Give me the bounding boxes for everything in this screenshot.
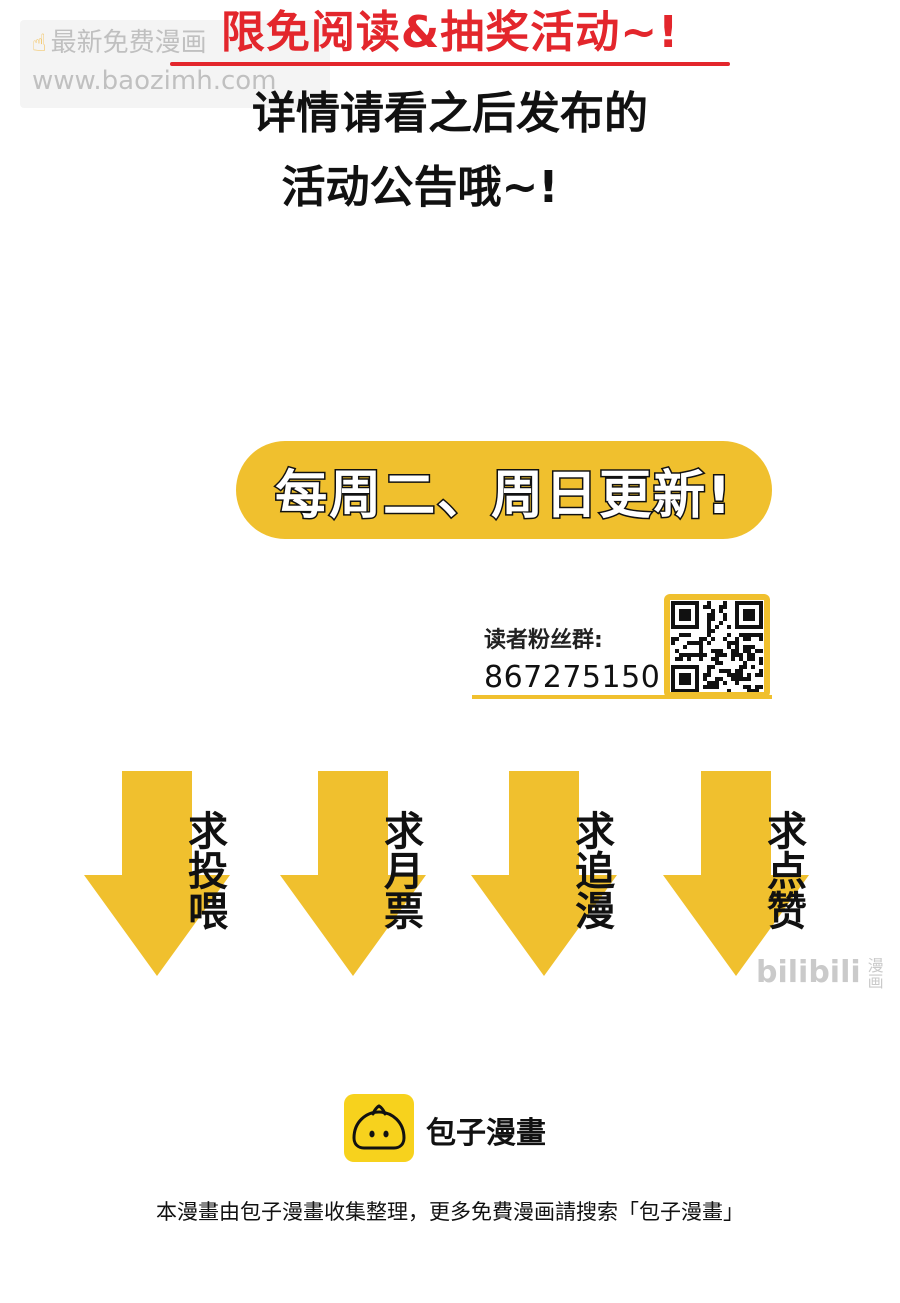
arrow-label-like: 求点赞 bbox=[760, 810, 806, 930]
arrow-label-feed: 求投喂 bbox=[181, 810, 227, 930]
arrow-monthly-ticket: 求月票 bbox=[280, 771, 426, 976]
baozi-bun-icon bbox=[344, 1094, 414, 1162]
announcement-line-1: 详情请看之后发布的 bbox=[252, 88, 648, 139]
arrow-label-monthly-ticket: 求月票 bbox=[377, 810, 423, 930]
brand-name: 包子漫畫 bbox=[426, 1116, 546, 1151]
fan-group-number: 867275150 bbox=[484, 660, 661, 695]
arrow-down-icon bbox=[663, 771, 809, 976]
qr-code-icon bbox=[670, 600, 764, 693]
arrow-down-icon bbox=[84, 771, 230, 976]
watermark-line-2: www.baozimh.com bbox=[32, 62, 318, 100]
arrow-label-follow: 求追漫 bbox=[568, 810, 614, 930]
headline-underline bbox=[170, 62, 730, 66]
pointing-hand-icon: ☝ bbox=[32, 29, 47, 57]
arrow-feed: 求投喂 bbox=[84, 771, 230, 976]
footer-note: 本漫畫由包子漫畫收集整理，更多免費漫画請搜索「包子漫畫」 bbox=[156, 1200, 744, 1224]
watermark-line-1: ☝ 最新免费漫画 bbox=[32, 24, 318, 62]
headline-section: 限免阅读&抽奖活动~! bbox=[0, 0, 900, 80]
arrow-like: 求点赞 bbox=[663, 771, 809, 976]
schedule-text: 每周二、周日更新! bbox=[274, 464, 733, 527]
watermark-text-1: 最新免费漫画 bbox=[50, 28, 207, 58]
fan-group-label: 读者粉丝群: bbox=[484, 628, 603, 653]
headline-title: 限免阅读&抽奖活动~! bbox=[220, 7, 680, 58]
arrow-down-icon bbox=[280, 771, 426, 976]
bilibili-logo: bilibili bbox=[756, 955, 861, 990]
announcement-line-2: 活动公告哦~! bbox=[281, 162, 559, 213]
bilibili-watermark: bilibili 漫画 bbox=[756, 955, 884, 990]
fan-group-underline bbox=[472, 695, 772, 699]
watermark-url: www.baozimh.com bbox=[32, 66, 277, 96]
schedule-banner: 每周二、周日更新! bbox=[236, 441, 772, 539]
arrow-down-icon bbox=[471, 771, 617, 976]
bilibili-manhua-label: 漫画 bbox=[864, 956, 884, 989]
arrow-follow: 求追漫 bbox=[471, 771, 617, 976]
